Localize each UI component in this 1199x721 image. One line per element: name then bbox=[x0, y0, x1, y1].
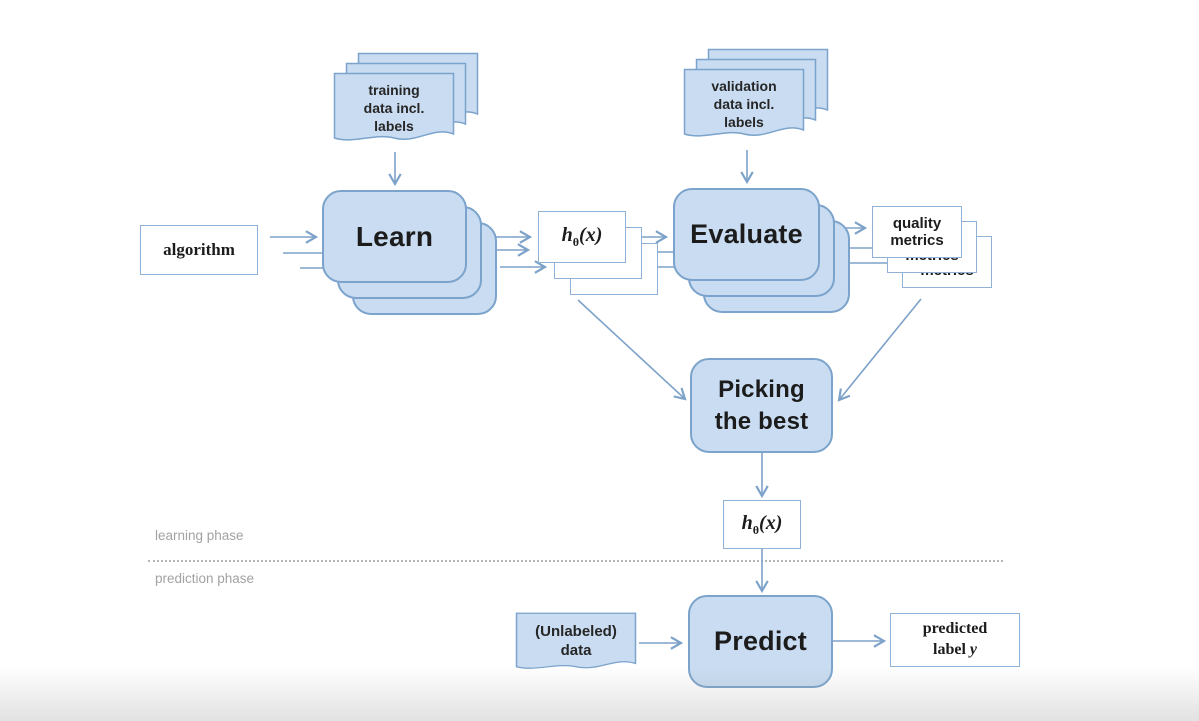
arrow-metrics-to-picking bbox=[837, 298, 922, 402]
validation-data-doc: validation data incl. labels bbox=[683, 68, 805, 150]
hypothesis-text: hθ(x) bbox=[741, 511, 783, 537]
arrow-hypothesis-to-picking bbox=[577, 299, 687, 401]
final-hypothesis-box: hθ(x) bbox=[723, 500, 801, 549]
document-shape bbox=[333, 72, 455, 141]
picking-the-best-box: Picking the best bbox=[690, 358, 833, 453]
training-data-doc: training data incl. labels bbox=[333, 72, 455, 154]
document-shape bbox=[515, 612, 637, 669]
predicted-label-box: predicted label y bbox=[890, 613, 1020, 667]
validation-data-label: validation data incl. labels bbox=[711, 77, 777, 131]
evaluate-label: Evaluate bbox=[690, 219, 803, 249]
picking-the-best-label: Picking the best bbox=[714, 376, 809, 435]
evaluate-box: Evaluate bbox=[673, 188, 820, 281]
predicted-label-text: predicted label y bbox=[922, 620, 988, 658]
unlabeled-data-doc: (Unlabeled) data bbox=[515, 612, 637, 680]
algorithm-box: algorithm bbox=[140, 225, 258, 275]
learning-phase-label: learning phase bbox=[155, 528, 244, 543]
predict-label: Predict bbox=[714, 626, 807, 656]
document-shape bbox=[683, 68, 805, 137]
hypothesis-text: hθ(x) bbox=[561, 224, 603, 249]
predict-box: Predict bbox=[688, 595, 833, 688]
quality-metrics-text: quality metrics bbox=[890, 214, 944, 249]
quality-metrics-box: quality metrics bbox=[872, 206, 962, 258]
prediction-phase-label: prediction phase bbox=[155, 571, 255, 586]
training-data-label: training data incl. labels bbox=[363, 81, 425, 135]
unlabeled-data-label: (Unlabeled) data bbox=[535, 622, 617, 660]
phase-divider-line bbox=[148, 560, 1003, 562]
hypothesis-box: hθ(x) bbox=[538, 211, 626, 263]
learn-label: Learn bbox=[355, 220, 434, 252]
algorithm-label: algorithm bbox=[163, 240, 235, 259]
learn-box: Learn bbox=[322, 190, 467, 283]
